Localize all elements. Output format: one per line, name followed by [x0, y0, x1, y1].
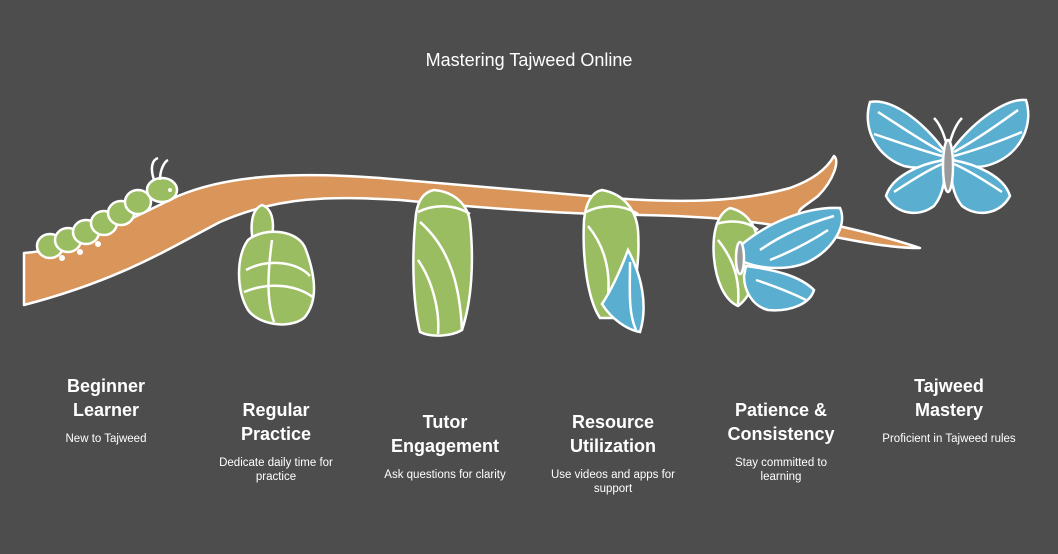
stage-resource-utilization: Resource Utilization Use videos and apps… [528, 410, 698, 496]
stage-beginner-learner: Beginner Learner New to Tajweed [21, 374, 191, 446]
stage-description: Proficient in Tajweed rules [882, 433, 1016, 445]
chrysalis-icon [412, 188, 474, 337]
stage-regular-practice: Regular Practice Dedicate daily time for… [191, 398, 361, 484]
emerging-butterfly-icon [712, 206, 844, 312]
stage-patience-consistency: Patience & Consistency Stay committed to… [696, 398, 866, 484]
stage-heading: Beginner Learner [66, 376, 145, 420]
caterpillar-icon [35, 156, 179, 261]
opening-chrysalis-icon [582, 188, 645, 334]
stage-heading: Patience & Consistency [727, 400, 835, 444]
stage-description: Stay committed to learning [734, 457, 828, 483]
stage-heading: Regular Practice [240, 400, 312, 444]
curled-chrysalis-icon [237, 203, 316, 326]
stage-heading: Tajweed Mastery [914, 376, 984, 420]
stage-heading: Tutor Engagement [390, 412, 500, 456]
stage-tajweed-mastery: Tajweed Mastery Proficient in Tajweed ru… [864, 374, 1034, 446]
stage-description: Ask questions for clarity [384, 469, 506, 481]
stage-description: New to Tajweed [65, 433, 147, 445]
stage-description: Use videos and apps for support [550, 469, 676, 495]
stage-tutor-engagement: Tutor Engagement Ask questions for clari… [360, 410, 530, 482]
stage-heading: Resource Utilization [570, 412, 656, 456]
butterfly-icon [866, 98, 1030, 215]
stage-description: Dedicate daily time for practice [219, 457, 333, 483]
page-title: Mastering Tajweed Online [425, 50, 633, 70]
